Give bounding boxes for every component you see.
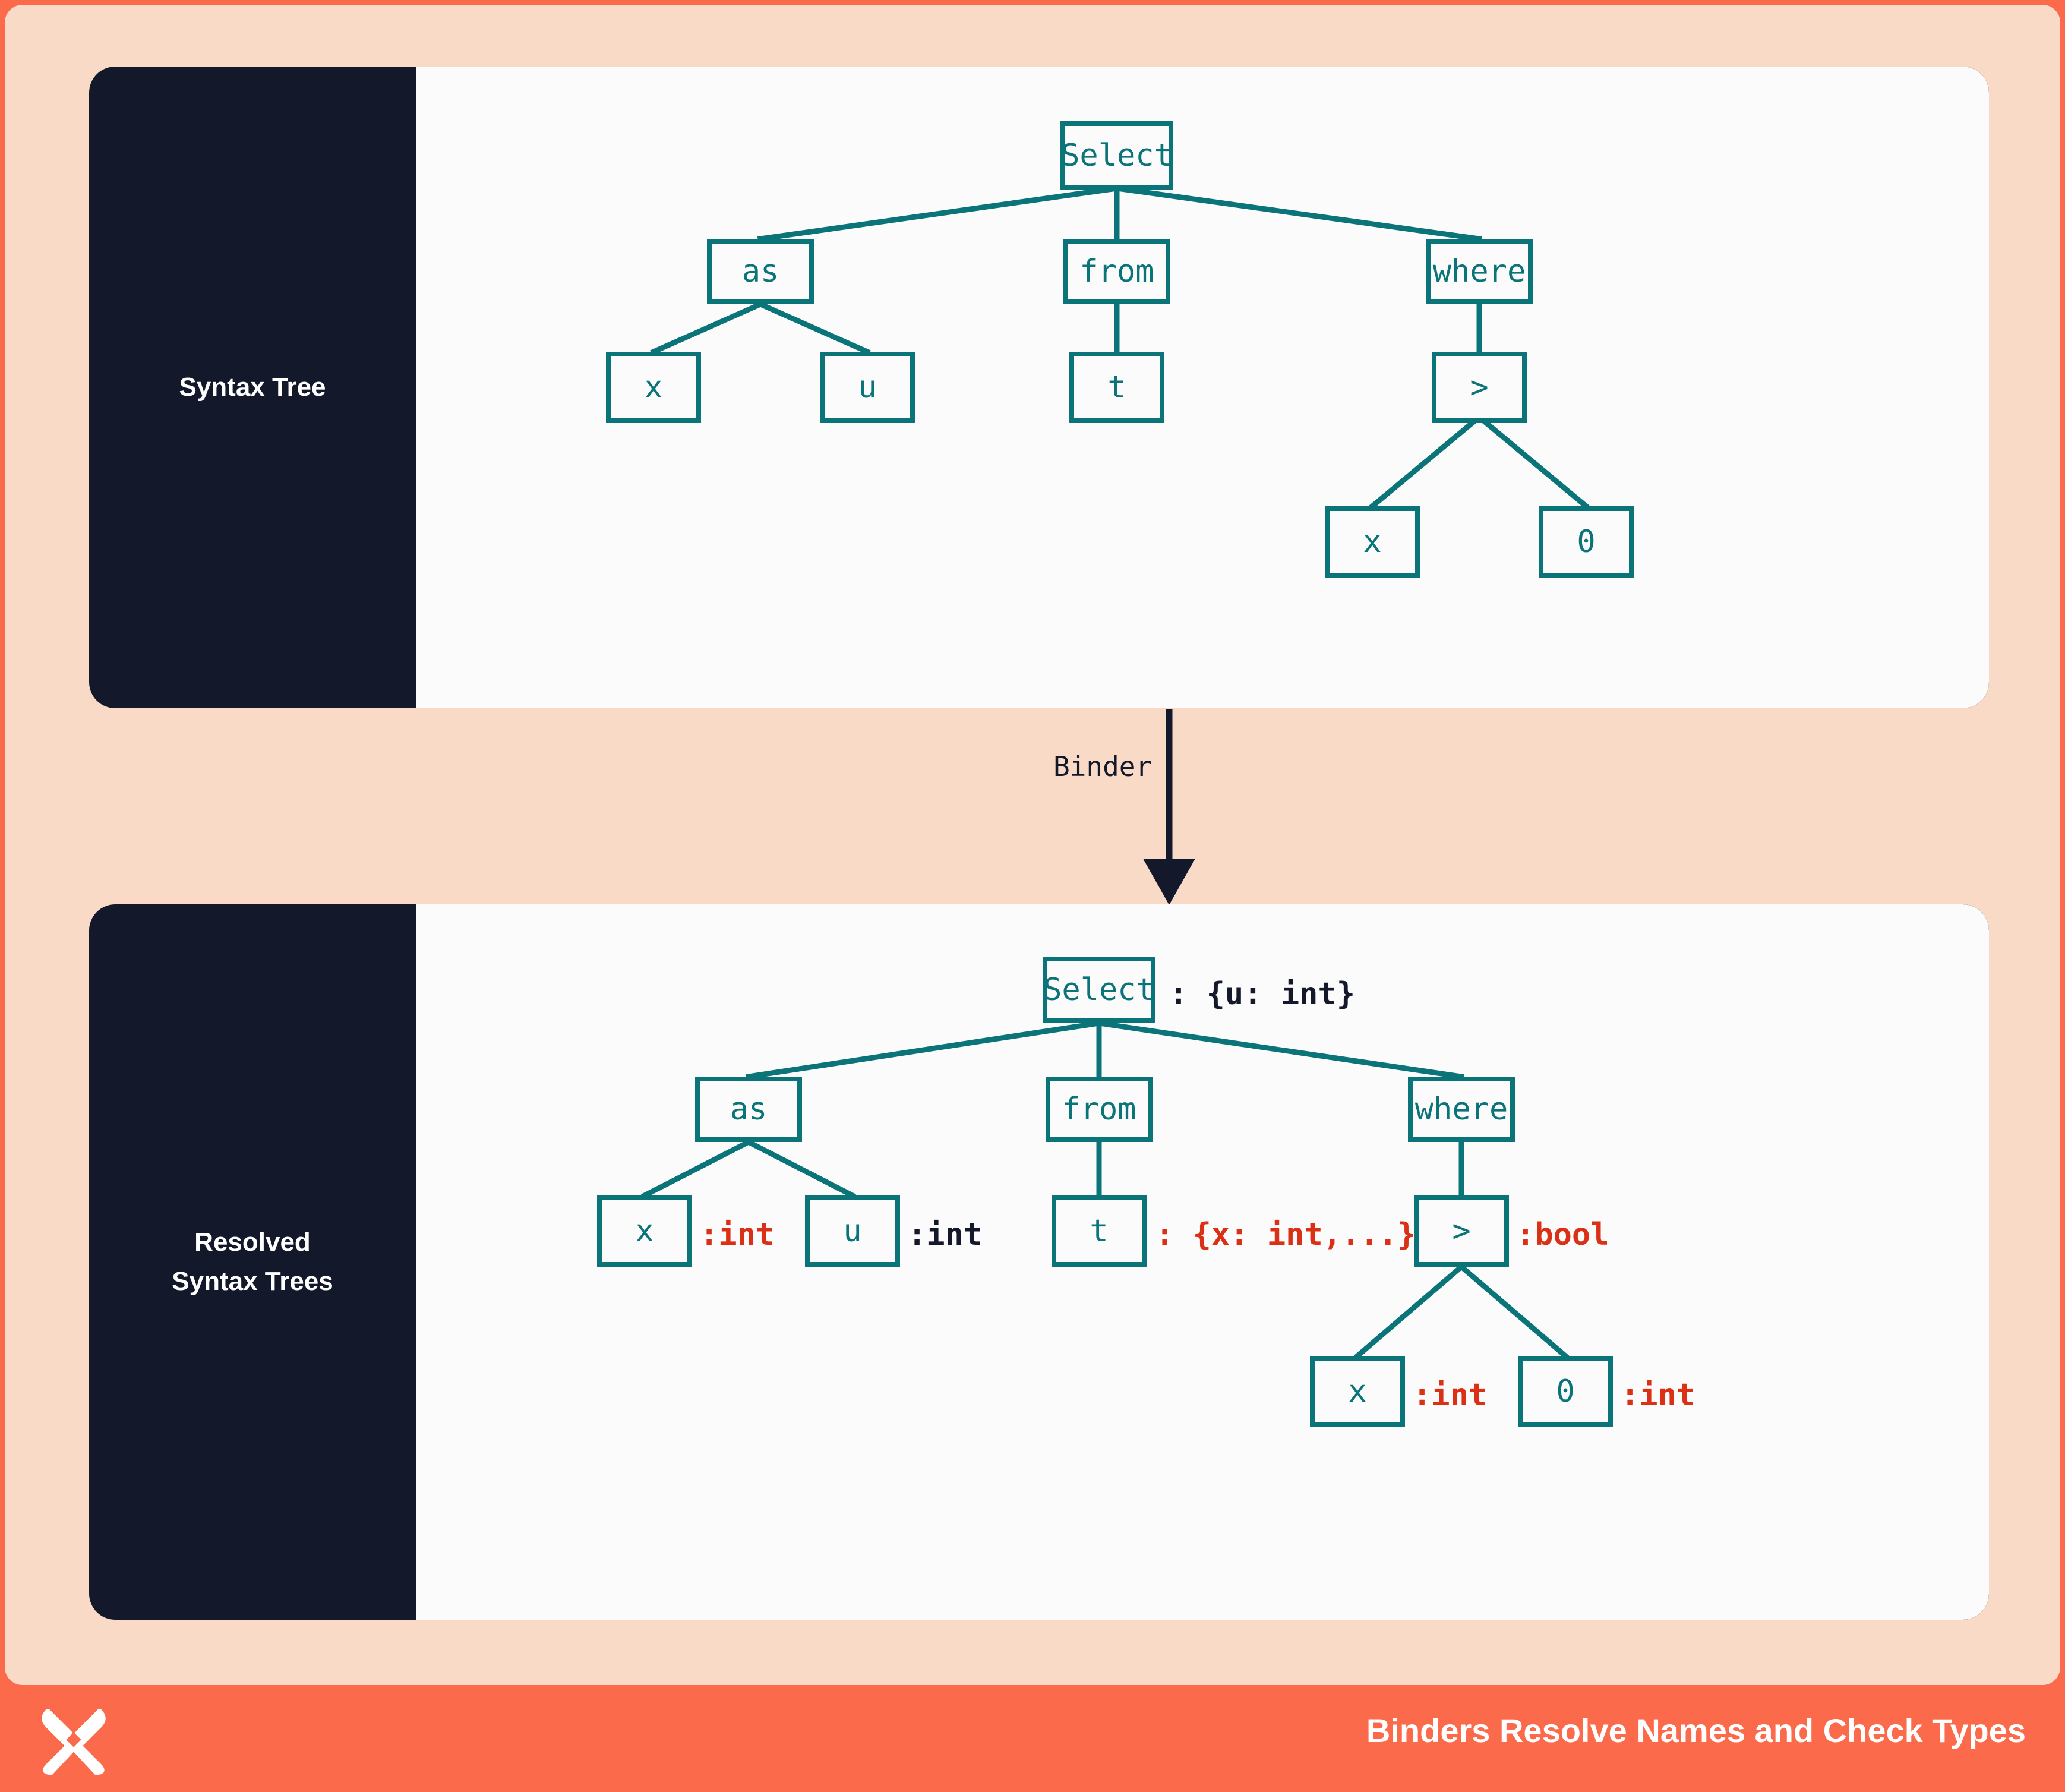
resolved-node-as-x-label: x (635, 1213, 654, 1249)
node-gt-zero[interactable]: 0 (1539, 506, 1634, 578)
resolved-node-select[interactable]: Select (1043, 957, 1155, 1023)
node-from-t[interactable]: t (1069, 352, 1164, 423)
resolved-node-gt-zero-label: 0 (1556, 1374, 1575, 1409)
brand-x-logo-icon (42, 1709, 106, 1775)
resolved-tree-edges (640, 1020, 1570, 1360)
content-card: Syntax Tree (5, 5, 2060, 1685)
resolved-node-as-label: as (730, 1091, 768, 1127)
node-where-label: where (1432, 254, 1526, 289)
binder-transition: Binder (836, 709, 1371, 905)
panel-resolved-label-line1: Resolved (194, 1228, 311, 1257)
node-gt-label: > (1470, 370, 1489, 405)
resolved-node-where-label: where (1414, 1091, 1508, 1127)
node-select-label: Select (1061, 137, 1173, 173)
resolved-node-gt[interactable]: > (1414, 1195, 1509, 1267)
panel-resolved-syntax-trees: Resolved Syntax Trees (89, 904, 1989, 1620)
node-from-label: from (1079, 254, 1154, 289)
node-where[interactable]: where (1426, 239, 1533, 304)
resolved-node-where[interactable]: where (1408, 1077, 1515, 1142)
resolved-annot-as-x: :int (700, 1217, 775, 1252)
binder-label: Binder (1053, 750, 1153, 783)
panel-resolved-stage: Select : {u: int} as from where x :int (416, 904, 1989, 1620)
node-as-u[interactable]: u (820, 352, 915, 423)
resolved-node-select-label: Select (1043, 972, 1155, 1008)
resolved-node-gt-label: > (1452, 1213, 1471, 1249)
resolved-node-from-t-label: t (1090, 1213, 1109, 1249)
node-as[interactable]: as (707, 239, 814, 304)
node-gt[interactable]: > (1432, 352, 1527, 423)
resolved-node-as-x[interactable]: x (597, 1195, 692, 1267)
node-select[interactable]: Select (1060, 121, 1173, 190)
panel-resolved-sidebar: Resolved Syntax Trees (89, 904, 416, 1620)
resolved-node-gt-zero[interactable]: 0 (1518, 1356, 1613, 1427)
node-gt-zero-label: 0 (1577, 524, 1596, 560)
binder-arrow-icon (1143, 709, 1195, 905)
node-gt-x-label: x (1363, 524, 1382, 560)
panel-syntax-tree-sidebar: Syntax Tree (89, 67, 416, 708)
node-as-x-label: x (644, 370, 663, 405)
resolved-node-as[interactable]: as (695, 1077, 802, 1142)
resolved-node-from-label: from (1062, 1091, 1136, 1127)
resolved-annot-gt-zero: :int (1621, 1377, 1695, 1413)
resolved-annot-select: : {u: int} (1169, 976, 1356, 1012)
resolved-node-as-u-label: u (843, 1213, 862, 1249)
node-as-x[interactable]: x (606, 352, 701, 423)
resolved-annot-from-t: : {x: int,...} (1155, 1217, 1416, 1252)
node-as-label: as (741, 254, 779, 289)
node-from[interactable]: from (1063, 239, 1170, 304)
resolved-node-gt-x-label: x (1348, 1374, 1367, 1409)
resolved-node-as-u[interactable]: u (805, 1195, 900, 1267)
resolved-node-from-t[interactable]: t (1052, 1195, 1147, 1267)
node-gt-x[interactable]: x (1325, 506, 1420, 578)
resolved-node-gt-x[interactable]: x (1310, 1356, 1405, 1427)
panel-syntax-tree: Syntax Tree (89, 67, 1989, 708)
resolved-node-from[interactable]: from (1046, 1077, 1153, 1142)
syntax-tree-edges (650, 185, 1590, 510)
node-from-t-label: t (1107, 370, 1126, 405)
footer-bar: Binders Resolve Names and Check Types (0, 1685, 2065, 1792)
panel-resolved-label-line2: Syntax Trees (172, 1267, 333, 1296)
resolved-annot-gt: :bool (1516, 1217, 1609, 1252)
resolved-annot-gt-x: :int (1413, 1377, 1488, 1413)
panel-syntax-tree-label: Syntax Tree (179, 373, 326, 402)
node-as-u-label: u (858, 370, 877, 405)
panel-syntax-tree-stage: Select as from where x u t (416, 67, 1989, 708)
footer-title: Binders Resolve Names and Check Types (1366, 1712, 2026, 1749)
resolved-annot-as-u: :int (908, 1217, 983, 1252)
